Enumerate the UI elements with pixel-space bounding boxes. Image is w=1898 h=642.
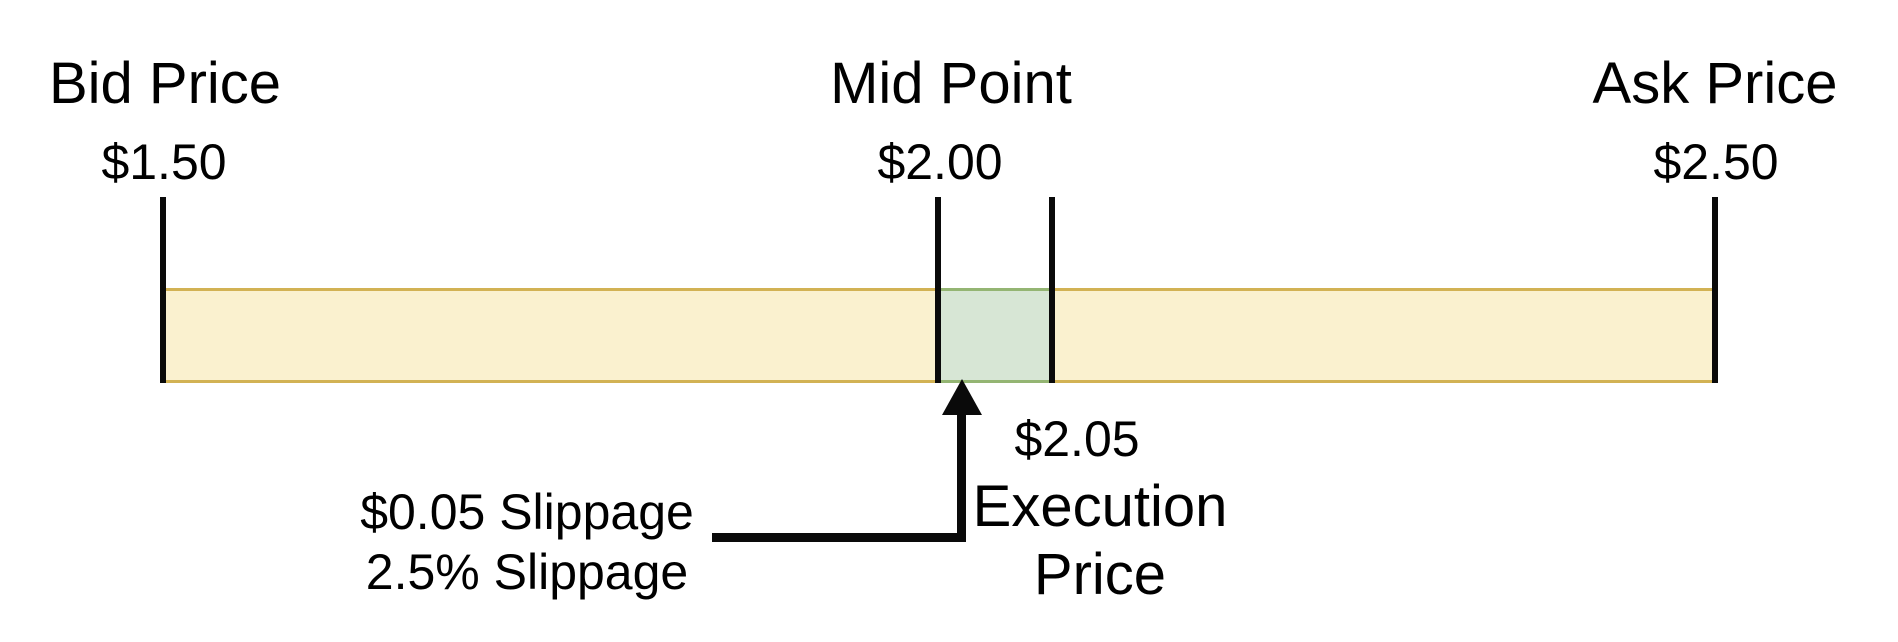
ask-price-value: $2.50 [1653,134,1779,190]
execution-price-label-line1: Execution [972,474,1228,539]
execution-price-value: $2.05 [1014,411,1140,467]
bid-price-label: Bid Price [48,51,282,116]
bid-price-value: $1.50 [101,134,227,190]
bid-price-tick [160,197,166,383]
arrow-shaft-horizontal [712,533,966,542]
ask-price-tick [1712,197,1718,383]
arrow-head-icon [942,379,982,415]
execution-price-tick [1049,197,1055,383]
slippage-zone [938,288,1052,383]
execution-price-label: Execution Price [973,473,1228,609]
execution-price-label-line2: Price [1033,542,1167,607]
slippage-absolute-line: $0.05 Slippage [360,484,694,540]
slippage-annotation: $0.05 Slippage 2.5% Slippage [360,482,694,602]
ask-price-label: Ask Price [1592,51,1838,116]
arrow-shaft-vertical [957,410,966,542]
mid-point-tick [935,197,941,383]
slippage-percent-line: 2.5% Slippage [365,544,689,600]
mid-point-value: $2.00 [877,134,1003,190]
mid-point-label: Mid Point [830,51,1072,116]
